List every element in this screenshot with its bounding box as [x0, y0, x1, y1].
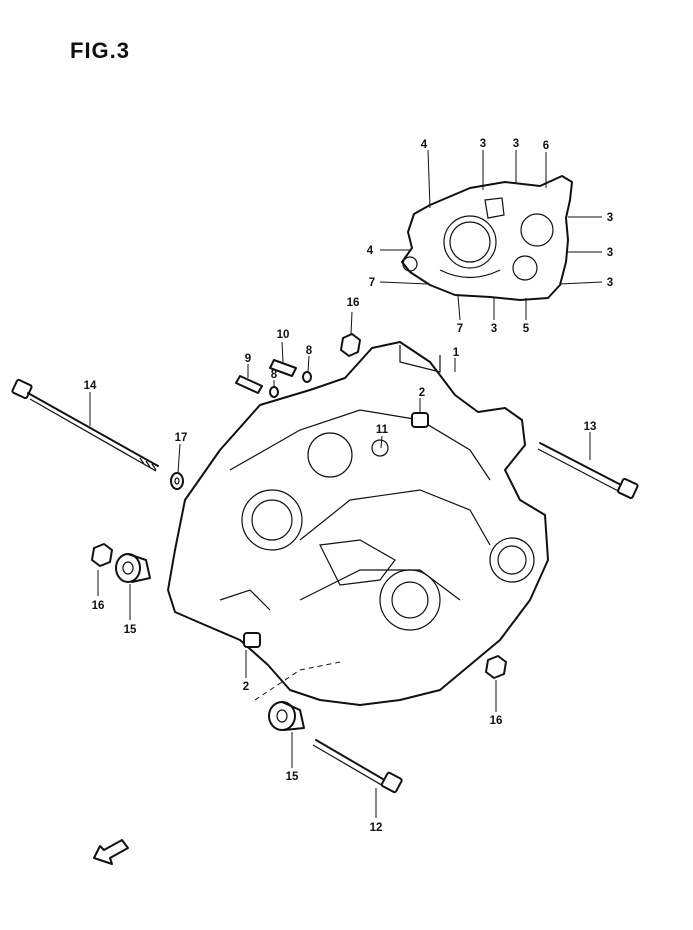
- callout-3: 3: [480, 138, 486, 150]
- callout-6: 6: [543, 140, 549, 152]
- callout-11: 11: [376, 424, 389, 436]
- bearing-15-left: [115, 553, 151, 583]
- callout-2: 2: [243, 681, 249, 693]
- callout-4: 4: [421, 139, 428, 151]
- crankcase-assembly: [167, 341, 549, 706]
- callout-15: 15: [286, 771, 299, 783]
- callout-9: 9: [245, 353, 251, 365]
- callout-16: 16: [92, 600, 105, 612]
- callout-7: 7: [457, 323, 463, 335]
- nut-16-right: [485, 655, 507, 679]
- callout-7: 7: [369, 277, 375, 289]
- stud-10: [269, 359, 297, 377]
- callout-5: 5: [523, 323, 530, 335]
- washer-17: [170, 472, 184, 490]
- dowel-pin-lower: [243, 632, 261, 648]
- callout-1: 1: [453, 347, 460, 359]
- callout-4: 4: [367, 245, 374, 257]
- bolt-12: [312, 739, 403, 794]
- callout-8: 8: [271, 369, 278, 381]
- crankcase-gasket: [401, 175, 573, 301]
- callout-8: 8: [306, 345, 313, 357]
- bearing-15-bottom: [268, 701, 305, 731]
- callout-12: 12: [370, 822, 383, 834]
- callout-3: 3: [491, 323, 497, 335]
- bolt-14: [11, 378, 159, 472]
- leader-lines: [89, 149, 603, 818]
- callout-16: 16: [490, 715, 503, 727]
- bolt-13: [537, 442, 639, 499]
- nut-16-left: [91, 543, 113, 567]
- callout-16: 16: [347, 297, 360, 309]
- callout-2: 2: [419, 387, 425, 399]
- front-direction-arrow-icon: [93, 839, 129, 865]
- callout-17: 17: [175, 432, 188, 444]
- callout-15: 15: [124, 624, 137, 636]
- nut-16-top: [340, 333, 361, 357]
- dowel-pin-upper: [411, 412, 429, 428]
- callout-10: 10: [277, 329, 290, 341]
- callout-3: 3: [607, 247, 613, 259]
- callout-labels: 4 3 3 6 3 4 3 7 3 7 3 5 16 10 1 9 8 8 14…: [84, 138, 614, 834]
- callout-13: 13: [584, 421, 597, 433]
- stud-9: [235, 375, 263, 394]
- callout-3: 3: [513, 138, 519, 150]
- callout-3: 3: [607, 212, 613, 224]
- callout-3: 3: [607, 277, 613, 289]
- figure-title: FIG.3: [70, 38, 131, 63]
- callout-14: 14: [84, 380, 97, 392]
- washer-8-b: [269, 386, 279, 398]
- washer-8-a: [302, 371, 312, 383]
